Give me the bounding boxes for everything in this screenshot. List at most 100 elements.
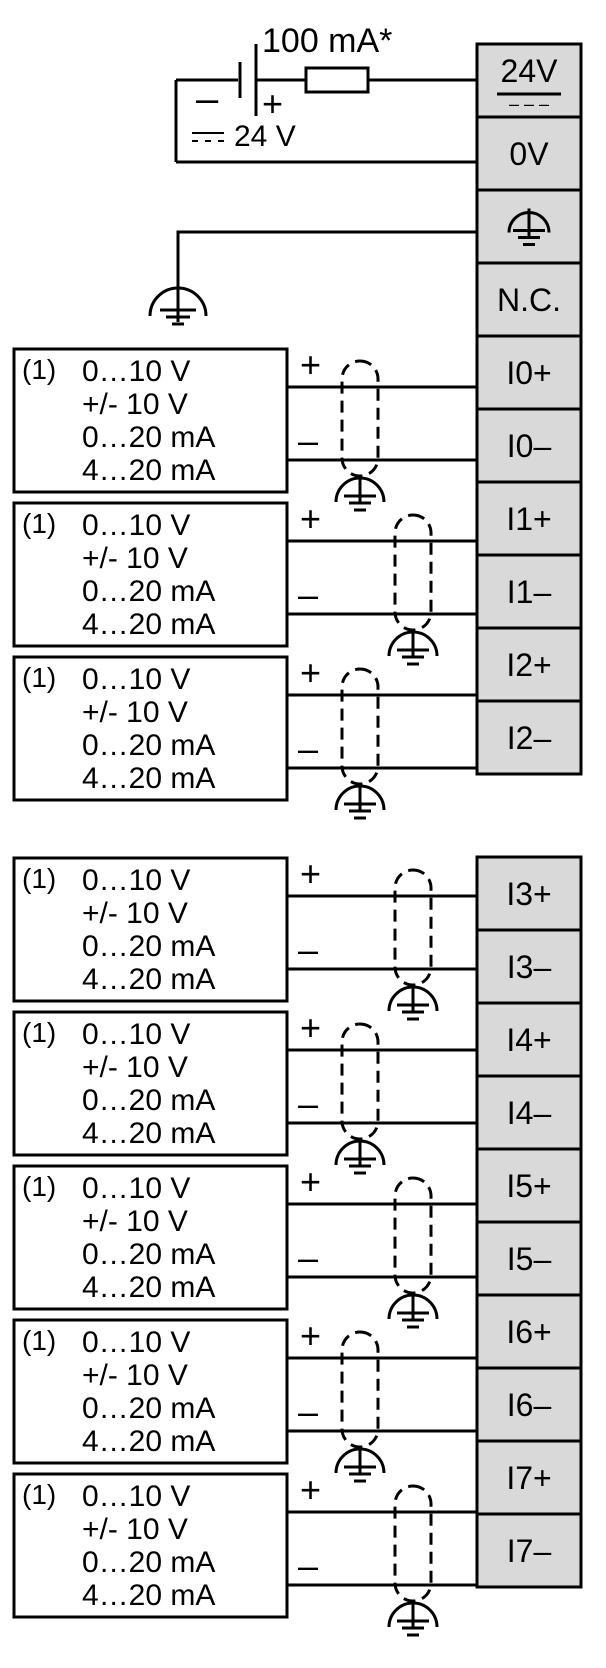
terminal-label: 24V <box>501 53 559 89</box>
sensor-box <box>12 1010 289 1157</box>
sensor-range: 0…20 mA <box>82 1238 215 1271</box>
sensor-box <box>12 1318 289 1465</box>
sensor-range: +/- 10 V <box>82 542 188 575</box>
terminal-i0-minus: I0– <box>475 407 583 484</box>
terminal-label: I6+ <box>506 1314 551 1350</box>
terminal-0v: 0V <box>475 115 583 192</box>
ground-icon <box>387 985 439 1021</box>
sensor-box <box>12 856 289 1003</box>
terminal-i1-plus: I1+ <box>475 480 583 557</box>
ground-icon <box>507 208 551 246</box>
sensor-range: 4…20 mA <box>82 454 215 487</box>
ground-icon <box>387 1293 439 1329</box>
sensor-range: 0…20 mA <box>82 729 215 762</box>
sensor-range: 4…20 mA <box>82 1271 215 1304</box>
sensor-range: 0…10 V <box>82 355 190 388</box>
sensor-box <box>12 1164 289 1311</box>
battery-plus-label: + <box>262 83 283 124</box>
sensor-range: 0…20 mA <box>82 1084 215 1117</box>
ground-icon <box>334 784 386 820</box>
analog-input-channel: (1)0…10 V+/- 10 V0…20 mA4…20 mA+– <box>12 498 477 666</box>
terminal-i7-plus: I7+ <box>475 1439 583 1516</box>
fuse-icon <box>304 66 370 94</box>
terminal-i0-plus: I0+ <box>475 334 583 411</box>
ground-icon <box>334 1447 386 1483</box>
terminal-label: I7– <box>507 1533 552 1569</box>
terminal-i4-plus: I4+ <box>475 1001 583 1078</box>
terminal-label: N.C. <box>497 282 561 318</box>
terminal-nc: N.C. <box>475 261 583 338</box>
sensor-range: 4…20 mA <box>82 1425 215 1458</box>
terminal-i2-plus: I2+ <box>475 626 583 703</box>
terminal-label: I4– <box>507 1095 552 1131</box>
sensor-range: +/- 10 V <box>82 1513 188 1546</box>
sensor-range: 4…20 mA <box>82 963 215 996</box>
terminal-label: I1– <box>507 574 552 610</box>
battery-minus-label: – <box>196 77 219 121</box>
terminal-block: 24V – – – 0V N.C. I0+ I0– I1+ I1– I2+ I2– I3+ I3– I4… <box>475 42 583 1589</box>
sensor-range: +/- 10 V <box>82 388 188 421</box>
sensor-range: 0…10 V <box>82 1480 190 1513</box>
power-supply: 100 mA* – + 24 V <box>174 22 477 164</box>
voltage-label: 24 V <box>234 120 296 153</box>
sensor-box <box>12 1472 289 1619</box>
terminal-label: I7+ <box>506 1460 551 1496</box>
fuse-label: 100 mA* <box>262 22 392 60</box>
terminal-label: 0V <box>509 136 549 172</box>
sensor-note: (1) <box>22 863 56 894</box>
plus-sign: + <box>300 1469 321 1510</box>
sensor-note: (1) <box>22 1017 56 1048</box>
sensor-note: (1) <box>22 1325 56 1356</box>
plus-sign: + <box>300 1161 321 1202</box>
sensor-range: +/- 10 V <box>82 1359 188 1392</box>
terminal-label: I4+ <box>506 1022 551 1058</box>
plus-sign: + <box>300 652 321 693</box>
sensor-range: +/- 10 V <box>82 696 188 729</box>
minus-sign: – <box>298 1083 318 1124</box>
terminal-ground <box>475 188 583 265</box>
ground-icon <box>334 476 386 512</box>
sensor-range: 0…20 mA <box>82 1546 215 1579</box>
analog-input-channel: (1)0…10 V+/- 10 V0…20 mA4…20 mA+– <box>12 652 477 820</box>
terminal-i6-plus: I6+ <box>475 1293 583 1370</box>
analog-input-channel: (1)0…10 V+/- 10 V0…20 mA4…20 mA+– <box>12 853 477 1021</box>
terminal-24v: 24V – – – <box>475 42 583 119</box>
analog-input-channels: (1)0…10 V+/- 10 V0…20 mA4…20 mA+–(1)0…10… <box>12 344 477 1637</box>
sensor-range: 0…10 V <box>82 864 190 897</box>
sensor-note: (1) <box>22 508 56 539</box>
ground-icon <box>387 1601 439 1637</box>
sensor-range: 0…10 V <box>82 509 190 542</box>
sensor-range: +/- 10 V <box>82 1205 188 1238</box>
terminal-sublabel: – – – <box>509 94 549 114</box>
plus-sign: + <box>300 853 321 894</box>
terminal-i2-minus: I2– <box>475 699 583 776</box>
terminal-label: I1+ <box>506 501 551 537</box>
analog-input-channel: (1)0…10 V+/- 10 V0…20 mA4…20 mA+– <box>12 1007 477 1175</box>
minus-sign: – <box>298 420 318 461</box>
ground-icon <box>387 630 439 666</box>
minus-sign: – <box>298 1237 318 1278</box>
sensor-note: (1) <box>22 354 56 385</box>
terminal-label: I3+ <box>506 876 551 912</box>
protective-earth-wire <box>148 230 477 326</box>
dc-symbol-icon <box>192 132 224 142</box>
terminal-label: I6– <box>507 1387 552 1423</box>
analog-input-channel: (1)0…10 V+/- 10 V0…20 mA4…20 mA+– <box>12 1469 477 1637</box>
terminal-i5-plus: I5+ <box>475 1147 583 1224</box>
terminal-i1-minus: I1– <box>475 553 583 630</box>
minus-sign: – <box>298 1545 318 1586</box>
plus-sign: + <box>300 498 321 539</box>
sensor-range: 0…20 mA <box>82 575 215 608</box>
terminal-label: I2– <box>507 720 552 756</box>
ground-icon <box>148 286 208 326</box>
plus-sign: + <box>300 1315 321 1356</box>
sensor-range: +/- 10 V <box>82 1051 188 1084</box>
sensor-box <box>12 501 289 648</box>
terminal-i3-minus: I3– <box>475 928 583 1005</box>
terminal-label: I0+ <box>506 355 551 391</box>
analog-input-channel: (1)0…10 V+/- 10 V0…20 mA4…20 mA+– <box>12 344 477 512</box>
sensor-range: 4…20 mA <box>82 1117 215 1150</box>
sensor-box <box>12 347 289 494</box>
terminal-i5-minus: I5– <box>475 1220 583 1297</box>
